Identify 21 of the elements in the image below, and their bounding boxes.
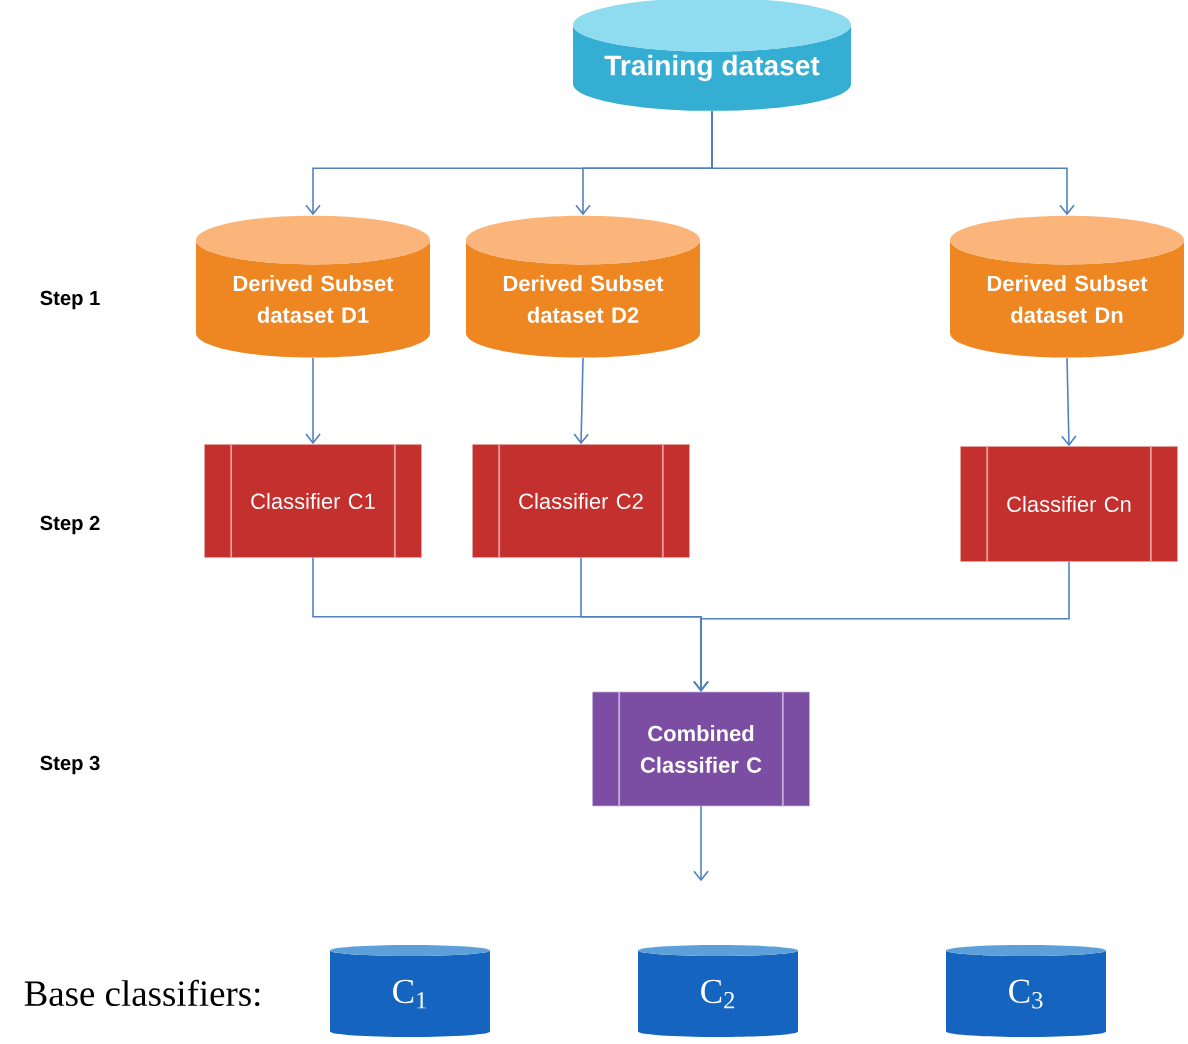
- arrow: [711, 110, 1075, 216]
- row-label: Base classifiers:: [24, 979, 260, 1007]
- arrow: [693, 805, 709, 882]
- arrow: [693, 561, 1070, 692]
- database-cylinder: C$_{2}$: [638, 945, 798, 1038]
- database-cylinder: C$_{3}$: [946, 945, 1106, 1038]
- process-box: Combined Classifier C: [592, 690, 810, 808]
- process-box: Classifier Cn: [960, 445, 1178, 563]
- database-cylinder: Training dataset: [573, 0, 851, 111]
- database-cylinder: Derived Subset dataset Dn: [950, 215, 1184, 358]
- database-cylinder: Derived Subset dataset D1: [196, 215, 430, 358]
- step-label: Step 3: [40, 755, 100, 775]
- arrow: [305, 357, 321, 445]
- arrow: [1060, 357, 1077, 447]
- step-label: Step 1: [40, 290, 100, 310]
- process-box: Classifier C2: [472, 443, 690, 559]
- process-box: Classifier C1: [204, 443, 422, 559]
- database-cylinder: Derived Subset dataset D2: [466, 215, 700, 358]
- step-label: Step 2: [40, 515, 100, 535]
- database-cylinder: C$_{1}$: [330, 945, 490, 1038]
- arrow: [573, 357, 590, 445]
